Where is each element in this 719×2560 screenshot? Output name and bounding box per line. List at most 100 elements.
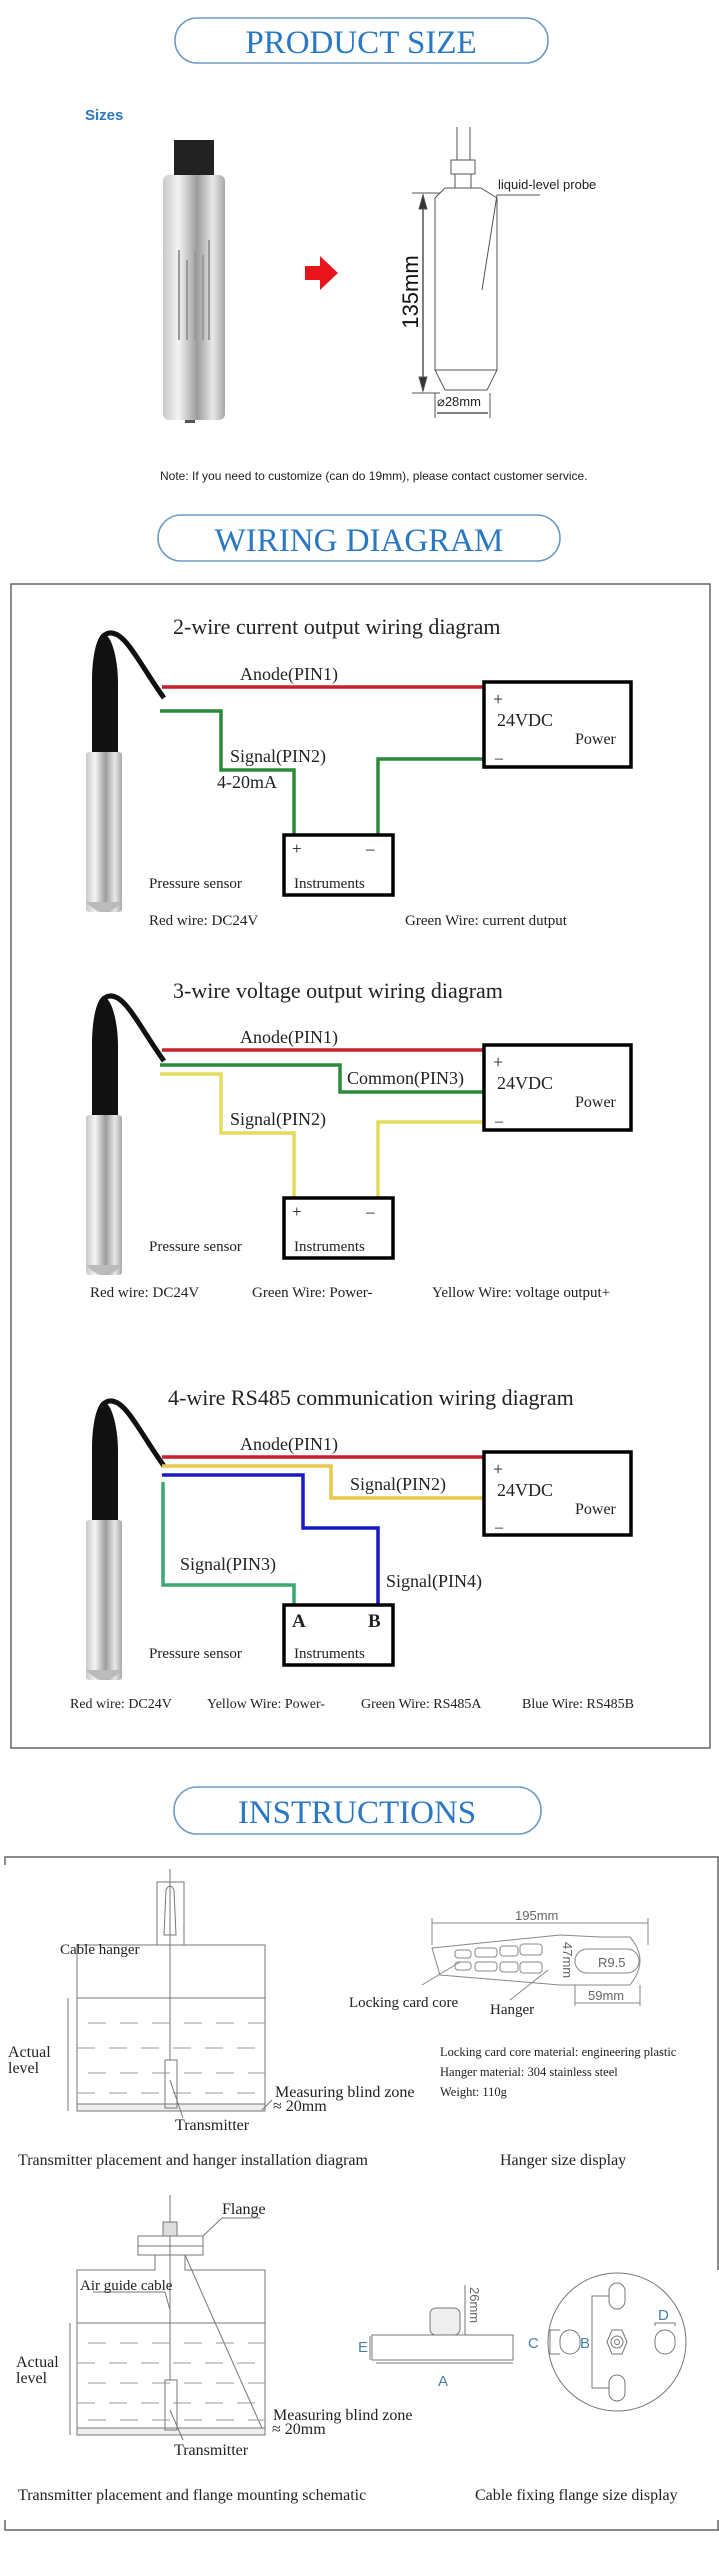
pressure-sensor-image <box>86 632 164 912</box>
instructions-section: INSTRUCTIONS Cable hanger Actual level M… <box>4 1786 719 2531</box>
green-wire <box>160 709 296 835</box>
plus-label: + <box>292 1202 302 1221</box>
length-dimension: 135mm <box>398 255 423 328</box>
spec-line: Hanger material: 304 stainless steel <box>440 2065 618 2079</box>
power-box <box>482 1043 633 1132</box>
flange-installation-diagram: Flange Air guide cable Actual level Meas… <box>16 2195 413 2504</box>
height-dimension: 47mm <box>560 1942 575 1978</box>
plus-label: + <box>292 839 302 858</box>
dimension-c: C <box>528 2335 539 2352</box>
signal-label: Signal(PIN2) <box>230 1109 326 1130</box>
actual-level-label: level <box>8 2060 40 2077</box>
wiring-diagram-3wire: 3-wire voltage output wiring diagram Ano… <box>86 978 633 1301</box>
pressure-sensor-label: Pressure sensor <box>149 1239 242 1255</box>
legend-item: Yellow Wire: Power- <box>207 1697 325 1712</box>
yellow-wire <box>376 1120 484 1198</box>
legend-item: Red wire: DC24V <box>149 913 258 929</box>
legend-item: Blue Wire: RS485B <box>522 1697 634 1712</box>
cable-hanger-label: Cable hanger <box>60 1942 140 1958</box>
current-label: 4-20mA <box>217 772 277 792</box>
flange-size-diagram: 26mm E A C B D Cable fixing flange size … <box>358 2272 687 2504</box>
plus-label: + <box>493 689 503 709</box>
minus-label: – <box>494 1113 504 1130</box>
anode-label: Anode(PIN1) <box>240 1027 338 1048</box>
hanger-size-diagram: 195mm 47mm R9.5 59mm Locking card core H… <box>349 1908 677 2169</box>
section-title: PRODUCT SIZE <box>245 25 476 61</box>
voltage-label: 24VDC <box>497 1480 553 1500</box>
diagram-caption: Cable fixing flange size display <box>475 2487 678 2504</box>
minus-label: – <box>365 1202 375 1221</box>
instructions-frame <box>4 1856 719 2531</box>
flange-label: Flange <box>222 2201 266 2218</box>
diagram-title: 4-wire RS485 communication wiring diagra… <box>168 1385 574 1410</box>
transmitter-label: Transmitter <box>175 2117 250 2134</box>
signal3-label: Signal(PIN3) <box>180 1554 276 1575</box>
wiring-diagram-4wire-rs485: 4-wire RS485 communication wiring diagra… <box>70 1385 634 1712</box>
air-cable-label: Air guide cable <box>80 2278 173 2294</box>
diameter-dimension: ⌀28mm <box>437 394 481 409</box>
instruments-label: Instruments <box>294 1239 365 1255</box>
wiring-diagram-2wire: 2-wire current output wiring diagram Ano… <box>86 614 633 929</box>
voltage-label: 24VDC <box>497 710 553 730</box>
pressure-sensor-image <box>86 995 164 1275</box>
blind-zone-label: Measuring blind zone <box>273 2407 413 2424</box>
green-wire <box>376 757 484 835</box>
minus-label: – <box>365 839 375 858</box>
product-size-section: PRODUCT SIZE Sizes liquid-level probe 13… <box>85 17 596 483</box>
probe-label: liquid-level probe <box>498 177 596 192</box>
locking-core-label: Locking card core <box>349 1995 458 2011</box>
power-box <box>482 680 633 769</box>
legend-item: Red wire: DC24V <box>70 1697 172 1712</box>
hanger-installation-diagram: Cable hanger Actual level Measuring blin… <box>8 1869 415 2169</box>
dimension-a: A <box>438 2373 448 2390</box>
wiring-section: WIRING DIAGRAM 2-wire current output wir… <box>10 514 711 1749</box>
instruments-box <box>282 833 395 897</box>
pressure-sensor-label: Pressure sensor <box>149 1646 242 1662</box>
diagram-caption: Hanger size display <box>500 2152 626 2169</box>
terminal-b-label: B <box>368 1611 381 1632</box>
diagram-title: 2-wire current output wiring diagram <box>173 614 500 639</box>
diagram-caption: Transmitter placement and flange mountin… <box>18 2487 366 2504</box>
height-dimension: 26mm <box>467 2287 482 2323</box>
sizes-label: Sizes <box>85 107 123 124</box>
wiring-frame <box>10 583 711 1749</box>
probe-dimension-drawing <box>412 127 540 418</box>
common-label: Common(PIN3) <box>347 1068 464 1089</box>
yellow-wire <box>160 1072 296 1198</box>
signal-label: Signal(PIN2) <box>230 746 326 767</box>
signal4-label: Signal(PIN4) <box>386 1571 482 1592</box>
blind-zone-value: ≈ 20mm <box>272 2421 326 2438</box>
dimension-e: E <box>358 2339 368 2356</box>
actual-level-label: Actual <box>8 2044 51 2061</box>
green-wire <box>161 1482 296 1605</box>
instruments-box <box>282 1196 395 1260</box>
instruments-label: Instruments <box>294 1646 365 1662</box>
product-photo <box>163 140 225 423</box>
diagram-caption: Transmitter placement and hanger install… <box>18 2152 369 2169</box>
green-wire <box>160 1063 484 1094</box>
anode-label: Anode(PIN1) <box>240 1434 338 1455</box>
transmitter-label: Transmitter <box>174 2442 249 2459</box>
voltage-label: 24VDC <box>497 1073 553 1093</box>
hanger-label: Hanger <box>490 2002 534 2018</box>
blind-zone-label: Measuring blind zone <box>275 2084 415 2101</box>
actual-level-label: Actual <box>16 2354 59 2371</box>
arrow-right-icon <box>305 256 338 290</box>
dimension-d: D <box>658 2307 669 2324</box>
minus-label: – <box>494 1519 504 1536</box>
actual-level-label: level <box>16 2370 48 2387</box>
end-dimension: 59mm <box>588 1988 624 2003</box>
legend-item: Yellow Wire: voltage output+ <box>432 1285 610 1301</box>
pressure-sensor-label: Pressure sensor <box>149 876 242 892</box>
section-title: INSTRUCTIONS <box>238 1795 476 1831</box>
customization-note: Note: If you need to customize (can do 1… <box>160 469 588 483</box>
power-box <box>482 1450 633 1537</box>
legend-item: Green Wire: Power- <box>252 1285 372 1301</box>
power-label: Power <box>575 1501 617 1518</box>
width-dimension: 195mm <box>515 1908 558 1923</box>
pressure-sensor-image <box>86 1400 164 1680</box>
signal2-label: Signal(PIN2) <box>350 1474 446 1495</box>
spec-line: Locking card core material: engineering … <box>440 2045 677 2059</box>
section-header-pill <box>173 1786 542 1835</box>
minus-label: – <box>494 750 504 767</box>
